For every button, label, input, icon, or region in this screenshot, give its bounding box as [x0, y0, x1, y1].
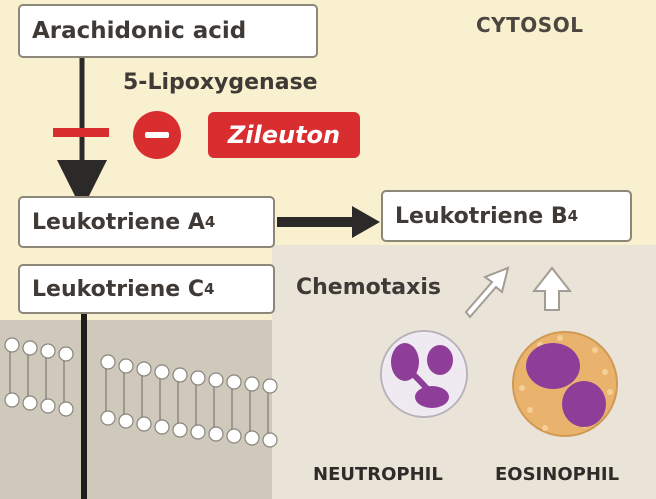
minus-icon: [133, 111, 181, 159]
leukotriene-b4-subscript: 4: [567, 207, 579, 225]
enzyme-label: 5-Lipoxygenase: [123, 70, 318, 95]
phospholipid-bilayer: [4, 337, 278, 448]
chemotaxis-label: Chemotaxis: [296, 275, 441, 300]
leukotriene-a4-label: Leukotriene A: [32, 209, 205, 235]
leukotriene-c4-label: Leukotriene C: [32, 276, 204, 302]
cytosol-label: CYTOSOL: [476, 13, 584, 37]
chemotaxis-arrows: [464, 266, 573, 319]
leukotriene-b4-label: Leukotriene B: [395, 203, 568, 229]
neutrophil-cell: [380, 330, 468, 418]
eosinophil-label: EOSINOPHIL: [495, 464, 620, 485]
inhibition-bar: [53, 128, 109, 137]
leukotriene-a4-subscript: 4: [204, 213, 216, 231]
eosinophil-cell: [512, 331, 618, 437]
arachidonic-acid-box: Arachidonic acid: [18, 4, 318, 58]
leukotriene-c4-subscript: 4: [203, 280, 215, 298]
zileuton-badge: Zileuton: [208, 112, 360, 158]
arachidonic-acid-label: Arachidonic acid: [32, 18, 247, 44]
neutrophil-label: NEUTROPHIL: [313, 464, 443, 485]
